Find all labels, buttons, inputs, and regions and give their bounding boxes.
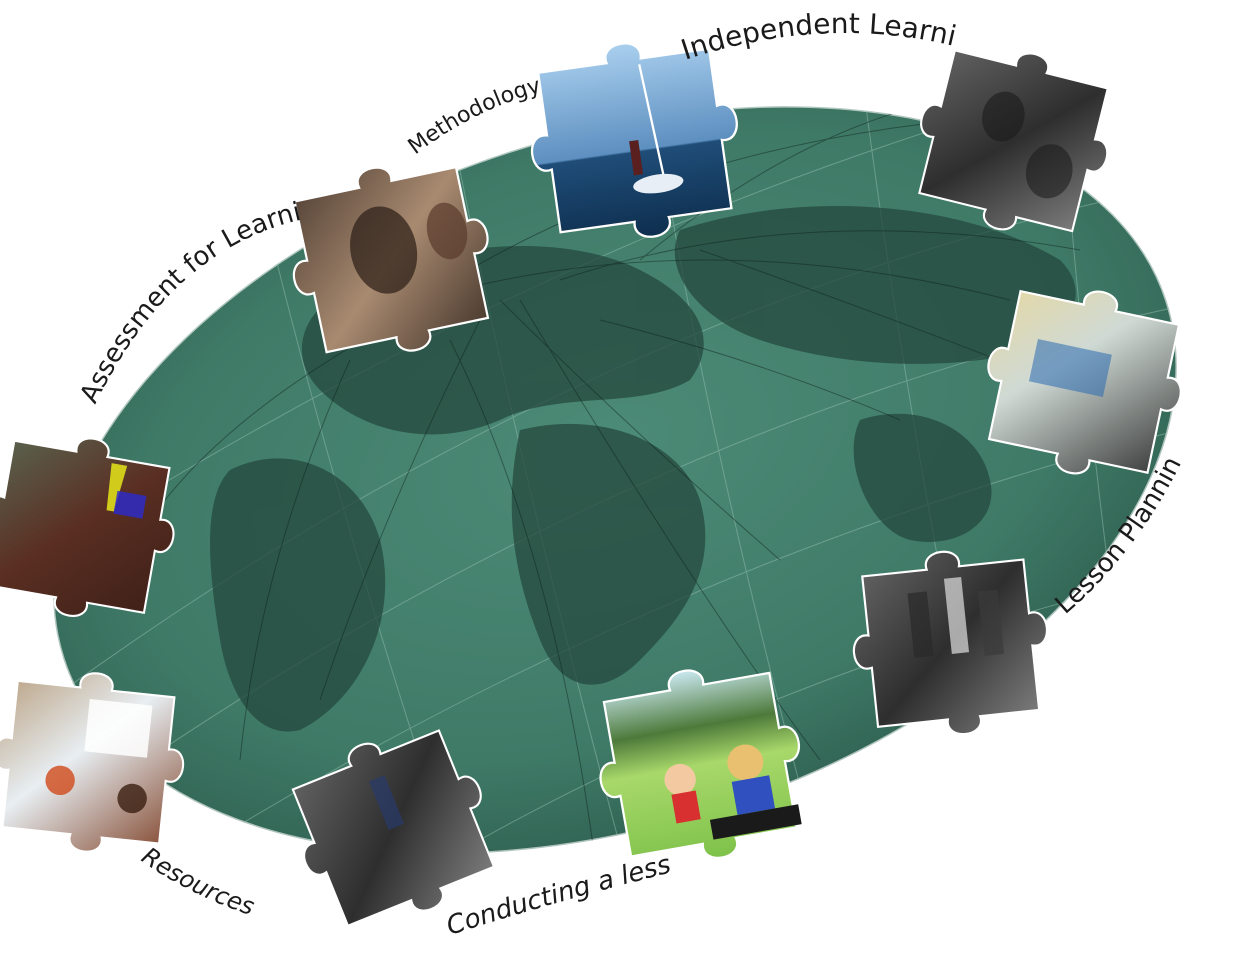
- puzzle-piece-pupils-standing: [843, 540, 1059, 746]
- puzzle-piece-projector-classroom: [0, 662, 193, 862]
- puzzle-piece-cartoon-story: [583, 652, 818, 878]
- puzzle-piece-windsurfer: [517, 28, 753, 253]
- label-resources: Resources: [137, 842, 258, 921]
- puzzle-piece-group-work: [899, 30, 1128, 252]
- puzzle-piece-girls-at-desk: [273, 146, 509, 373]
- puzzle-piece-teacher-hallway: [271, 708, 516, 948]
- puzzle-piece-whiteboard: [968, 270, 1200, 493]
- puzzle-piece-students-classroom: [0, 421, 189, 633]
- label-independent-learning: Independent Learning: [0, 0, 959, 67]
